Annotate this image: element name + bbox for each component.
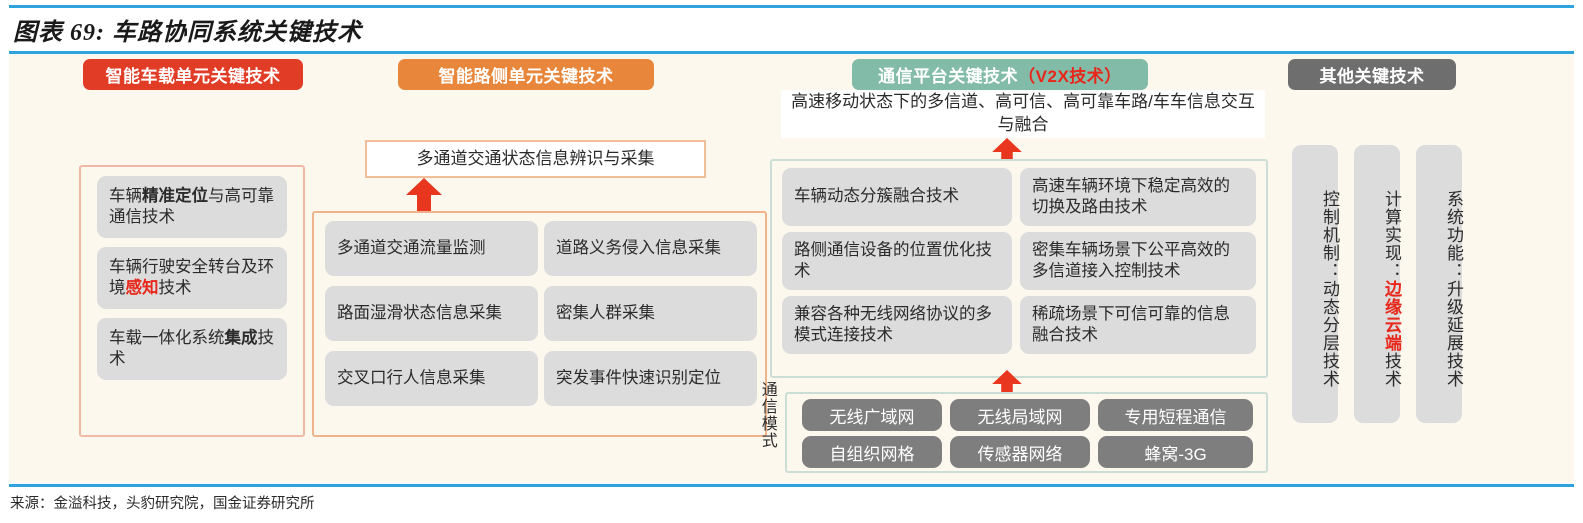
roadside-item-1[interactable]: 多通道交通流量监测 bbox=[325, 221, 538, 276]
platform-item-4[interactable]: 密集车辆场景下公平高效的多信道接入控制技术 bbox=[1020, 232, 1256, 290]
roadside-item-5-text: 交叉口行人信息采集 bbox=[337, 368, 486, 387]
badge-v2x-label: （V2X技术） bbox=[1018, 67, 1122, 86]
vehicle-item-2-text: 车辆行驶安全转台及环境感知技术 bbox=[109, 257, 274, 297]
badge-other-tech-label: 其他关键技术 bbox=[1319, 67, 1425, 86]
roadside-headline: 多通道交通状态信息辨识与采集 bbox=[365, 140, 706, 178]
platform-item-4-text: 密集车辆场景下公平高效的多信道接入控制技术 bbox=[1032, 240, 1230, 280]
comm-mode-4-text: 自组织网格 bbox=[829, 444, 915, 464]
comm-mode-5[interactable]: 传感器网络 bbox=[950, 436, 1090, 468]
platform-item-1-text: 车辆动态分簇融合技术 bbox=[794, 187, 959, 206]
comm-modes-label: 通信模式 bbox=[758, 381, 776, 449]
comm-mode-3-text: 专用短程通信 bbox=[1124, 407, 1227, 427]
arrow-up-roadside-icon bbox=[406, 178, 442, 212]
title-underline-rule bbox=[9, 51, 1574, 54]
platform-item-1[interactable]: 车辆动态分簇融合技术 bbox=[782, 168, 1012, 226]
vehicle-item-2[interactable]: 车辆行驶安全转台及环境感知技术 bbox=[97, 247, 287, 309]
roadside-item-2[interactable]: 道路义务侵入信息采集 bbox=[544, 221, 757, 276]
badge-comm-platform-label: 通信平台关键技术 bbox=[878, 67, 1019, 86]
platform-item-6-text: 稀疏场景下可信可靠的信息融合技术 bbox=[1032, 304, 1230, 344]
source-note: 来源：金溢科技，头豹研究院，国金证券研究所 bbox=[10, 496, 315, 512]
platform-item-2-text: 高速车辆环境下稳定高效的切换及路由技术 bbox=[1032, 176, 1230, 216]
platform-item-2[interactable]: 高速车辆环境下稳定高效的切换及路由技术 bbox=[1020, 168, 1256, 226]
other-item-2-text: 计算实现：边缘云端技术 bbox=[1382, 189, 1401, 388]
badge-vehicle-unit[interactable]: 智能车载单元关键技术 bbox=[83, 59, 303, 90]
badge-vehicle-unit-label: 智能车载单元关键技术 bbox=[105, 67, 281, 86]
comm-mode-2-text: 无线局域网 bbox=[977, 407, 1063, 427]
roadside-item-5[interactable]: 交叉口行人信息采集 bbox=[325, 351, 538, 406]
platform-item-6[interactable]: 稀疏场景下可信可靠的信息融合技术 bbox=[1020, 296, 1256, 354]
other-item-1-text: 控制机制：动态分层技术 bbox=[1320, 189, 1339, 388]
roadside-item-3-text: 路面湿滑状态信息采集 bbox=[337, 303, 502, 322]
comm-mode-6[interactable]: 蜂窝-3G bbox=[1098, 436, 1253, 468]
platform-item-5[interactable]: 兼容各种无线网络协议的多模式连接技术 bbox=[782, 296, 1012, 354]
roadside-item-4-text: 密集人群采集 bbox=[556, 303, 655, 322]
comm-mode-4[interactable]: 自组织网格 bbox=[802, 436, 942, 468]
roadside-item-6-text: 突发事件快速识别定位 bbox=[556, 368, 721, 387]
arrow-up-modes-icon bbox=[992, 370, 1022, 398]
bottom-rule bbox=[9, 484, 1574, 487]
comm-mode-1[interactable]: 无线广域网 bbox=[802, 399, 942, 431]
platform-headline: 高速移动状态下的多信道、高可信、高可靠车路/车车信息交互与融合 bbox=[781, 90, 1265, 138]
page-title: 图表 69: 车路协同系统关键技术 bbox=[13, 20, 362, 46]
roadside-item-3[interactable]: 路面湿滑状态信息采集 bbox=[325, 286, 538, 341]
top-rule bbox=[9, 5, 1574, 8]
other-item-2[interactable]: 计算实现：边缘云端技术 bbox=[1354, 145, 1401, 423]
roadside-item-2-text: 道路义务侵入信息采集 bbox=[556, 238, 721, 257]
platform-item-3-text: 路侧通信设备的位置优化技术 bbox=[794, 240, 992, 280]
vehicle-item-3-text: 车载一体化系统集成技术 bbox=[109, 328, 274, 368]
comm-mode-1-text: 无线广域网 bbox=[829, 407, 915, 427]
badge-roadside-unit[interactable]: 智能路侧单元关键技术 bbox=[398, 59, 654, 90]
roadside-item-6[interactable]: 突发事件快速识别定位 bbox=[544, 351, 757, 406]
comm-mode-2[interactable]: 无线局域网 bbox=[950, 399, 1090, 431]
comm-mode-5-text: 传感器网络 bbox=[977, 444, 1063, 464]
arrow-up-platform-icon bbox=[992, 138, 1022, 166]
badge-other-tech[interactable]: 其他关键技术 bbox=[1288, 59, 1456, 90]
vehicle-item-3[interactable]: 车载一体化系统集成技术 bbox=[97, 318, 287, 380]
roadside-headline-text: 多通道交通状态信息辨识与采集 bbox=[416, 148, 655, 168]
platform-item-3[interactable]: 路侧通信设备的位置优化技术 bbox=[782, 232, 1012, 290]
badge-comm-platform[interactable]: 通信平台关键技术（V2X技术） bbox=[852, 59, 1148, 90]
vehicle-item-1-text: 车辆精准定位与高可靠通信技术 bbox=[109, 186, 274, 226]
roadside-item-4[interactable]: 密集人群采集 bbox=[544, 286, 757, 341]
comm-mode-3[interactable]: 专用短程通信 bbox=[1098, 399, 1253, 431]
comm-mode-6-text: 蜂窝-3G bbox=[1144, 444, 1207, 464]
other-item-3-text: 系统功能：升级延展技术 bbox=[1444, 189, 1463, 388]
roadside-item-1-text: 多通道交通流量监测 bbox=[337, 238, 486, 257]
platform-headline-text: 高速移动状态下的多信道、高可信、高可靠车路/车车信息交互与融合 bbox=[791, 92, 1255, 134]
platform-item-5-text: 兼容各种无线网络协议的多模式连接技术 bbox=[794, 304, 992, 344]
vehicle-item-1[interactable]: 车辆精准定位与高可靠通信技术 bbox=[97, 176, 287, 238]
other-item-1[interactable]: 控制机制：动态分层技术 bbox=[1292, 145, 1339, 423]
diagram-canvas: 智能车载单元关键技术 智能路侧单元关键技术 通信平台关键技术（V2X技术） 其他… bbox=[9, 54, 1574, 482]
other-item-3[interactable]: 系统功能：升级延展技术 bbox=[1416, 145, 1463, 423]
badge-roadside-unit-label: 智能路侧单元关键技术 bbox=[438, 67, 614, 86]
